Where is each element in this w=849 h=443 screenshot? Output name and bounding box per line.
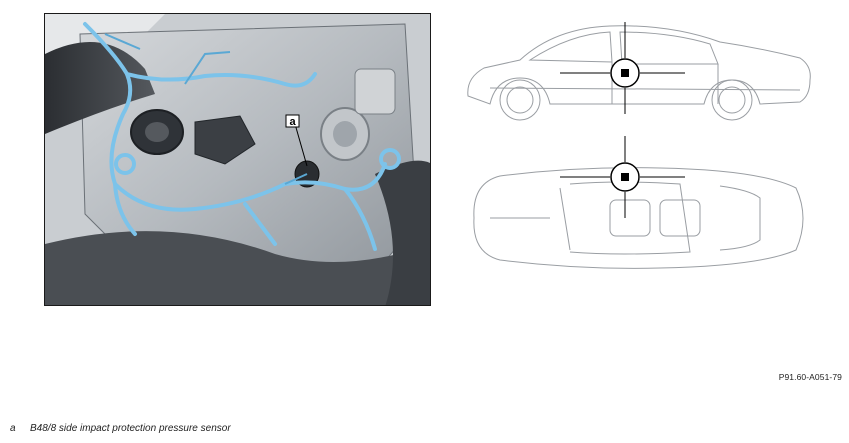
- vehicle-outline-diagram: [467, 22, 811, 269]
- legend: a B48/8 side impact protection pressure s…: [10, 423, 231, 434]
- callout-label: a: [289, 116, 296, 128]
- vehicle-location-views: [460, 18, 820, 308]
- reference-code: P91.60-A051-79: [778, 372, 842, 382]
- legend-text: B48/8 side impact protection pressure se…: [30, 423, 231, 434]
- legend-key: a: [10, 423, 16, 434]
- door-interior-illustration: a: [45, 14, 430, 305]
- door-interior-photo: a: [44, 13, 431, 306]
